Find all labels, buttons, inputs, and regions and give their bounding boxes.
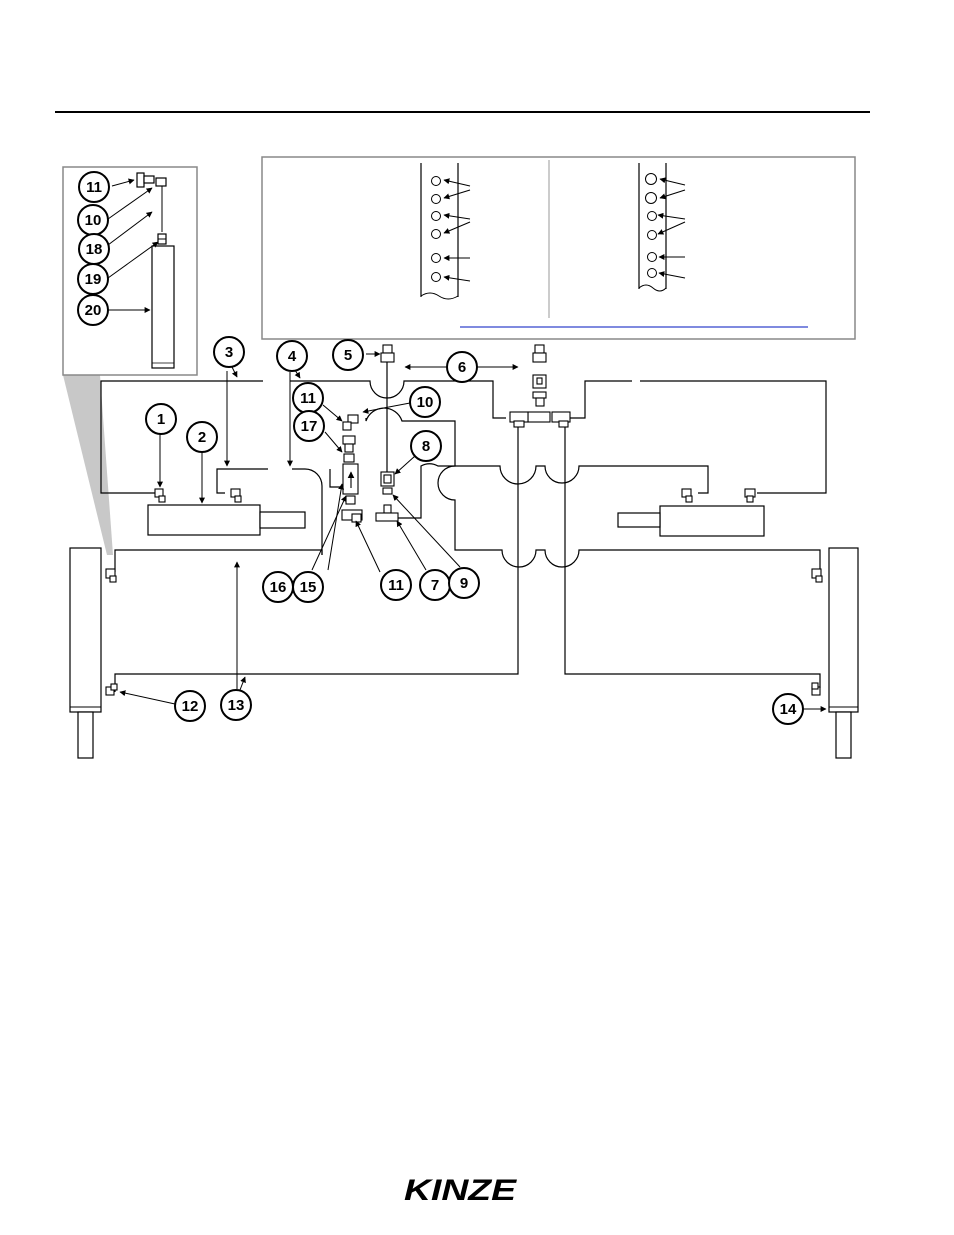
callout-10-main: 10 (410, 387, 440, 417)
svg-text:11: 11 (388, 577, 404, 594)
callout-14: 14 (773, 694, 803, 724)
callout-2: 2 (187, 422, 217, 452)
callout-7: 7 (420, 570, 450, 600)
svg-text:2: 2 (198, 429, 206, 446)
cylinder-left-tall-icon (70, 548, 101, 758)
callout-5: 5 (333, 340, 363, 370)
svg-text:5: 5 (344, 347, 352, 364)
callout-10-inset: 10 (78, 205, 108, 235)
svg-text:17: 17 (301, 418, 318, 435)
callout-17: 17 (294, 411, 324, 441)
callout-11-bottom: 11 (381, 570, 411, 600)
callout-4: 4 (277, 341, 307, 371)
svg-text:9: 9 (460, 575, 468, 592)
svg-text:3: 3 (225, 344, 233, 361)
svg-text:8: 8 (422, 438, 430, 455)
callout-13: 13 (221, 690, 251, 720)
svg-text:16: 16 (270, 579, 287, 596)
svg-text:10: 10 (85, 212, 102, 229)
svg-text:12: 12 (182, 698, 199, 715)
callout-8: 8 (411, 431, 441, 461)
cylinder-right-tall-icon (829, 548, 858, 758)
callout-15: 15 (293, 572, 323, 602)
callout-16: 16 (263, 572, 293, 602)
svg-text:7: 7 (431, 577, 439, 594)
kinze-logo: KINZE (404, 1174, 517, 1207)
callout-20: 20 (78, 295, 108, 325)
callout-1: 1 (146, 404, 176, 434)
svg-text:13: 13 (228, 697, 245, 714)
callout-12: 12 (175, 691, 205, 721)
callout-19: 19 (78, 264, 108, 294)
svg-text:11: 11 (300, 390, 316, 407)
cylinder-left-center-icon (148, 505, 305, 535)
callout-9: 9 (449, 568, 479, 598)
svg-text:15: 15 (300, 579, 317, 596)
inset-leader-wedge (63, 375, 113, 555)
callout-11-inset: 11 (79, 172, 109, 202)
callout-6: 6 (447, 352, 477, 382)
callout-3: 3 (214, 337, 244, 367)
svg-text:11: 11 (86, 179, 102, 196)
svg-text:KINZE: KINZE (404, 1174, 517, 1207)
cylinder-right-center-icon (618, 506, 764, 536)
svg-text:4: 4 (288, 348, 297, 365)
svg-text:10: 10 (417, 394, 434, 411)
svg-text:19: 19 (85, 271, 102, 288)
callout-18: 18 (79, 234, 109, 264)
bracket-detail-box (262, 157, 855, 339)
callout-11-top: 11 (293, 383, 323, 413)
svg-text:20: 20 (85, 302, 102, 319)
svg-text:6: 6 (458, 359, 466, 376)
accumulator-icon (152, 246, 174, 368)
svg-text:1: 1 (157, 411, 165, 428)
svg-text:18: 18 (86, 241, 103, 258)
svg-text:14: 14 (780, 701, 797, 718)
